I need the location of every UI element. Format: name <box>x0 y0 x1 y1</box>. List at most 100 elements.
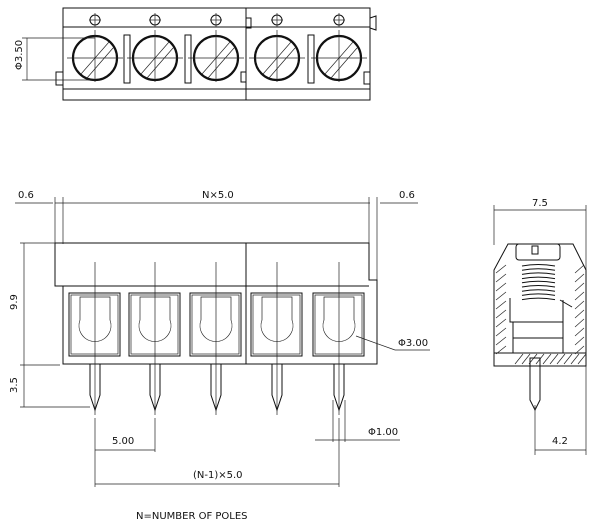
hatch-line <box>495 318 507 328</box>
span-label: (N-1)×5.0 <box>193 470 243 481</box>
hatch-line <box>574 345 585 355</box>
thread-line <box>521 272 556 275</box>
thread-line <box>521 285 556 288</box>
wire-hole <box>260 296 294 342</box>
depth-label: 7.5 <box>532 198 548 209</box>
wire-entry <box>512 321 564 339</box>
screw-slot <box>531 245 539 255</box>
cell-outline <box>189 292 242 357</box>
cell-inner <box>191 294 240 355</box>
screw <box>127 13 183 82</box>
hatch-line <box>563 353 573 365</box>
wire-hole <box>78 296 112 342</box>
terminal-cell <box>189 262 242 415</box>
pin <box>333 364 345 412</box>
hatch-line <box>574 291 585 301</box>
left-margin-label: 0.6 <box>18 190 34 201</box>
top-diameter-label: Φ3.50 <box>14 40 25 70</box>
separator-slot <box>184 34 192 84</box>
front-view: 0.6 N×5.0 0.6 9.9 3.5 Φ3.00 5.00 (N-1)×5… <box>9 190 430 522</box>
front-terminal-cells <box>68 262 365 415</box>
hatch-line <box>495 345 507 355</box>
hatch-line <box>577 353 587 365</box>
top-screws <box>67 13 367 82</box>
hatch-line <box>521 353 531 365</box>
slot-line <box>207 47 235 79</box>
thread-line <box>521 264 556 267</box>
hatch-line <box>574 264 585 274</box>
side-hatching <box>495 264 587 365</box>
screw <box>249 13 305 82</box>
wire-hole <box>199 296 233 342</box>
hole-diameter-label: Φ3.00 <box>398 338 428 349</box>
terminal-cell <box>128 262 181 415</box>
hatch-line <box>574 327 585 337</box>
body-height-label: 9.9 <box>9 294 20 310</box>
notch-left <box>55 71 63 86</box>
cell-outline <box>312 292 365 357</box>
right-margin-label: 0.6 <box>399 190 415 201</box>
side-body-outline <box>493 243 587 367</box>
notch-right-bottom <box>363 71 370 85</box>
hatch-line <box>495 300 507 310</box>
hatch-line <box>542 353 552 365</box>
cell-outline <box>128 292 181 357</box>
hatch-line <box>556 353 566 365</box>
slot-line <box>324 41 354 75</box>
pin <box>89 364 101 412</box>
thread-line <box>521 276 556 280</box>
terminal-cell <box>68 262 121 415</box>
slot-line <box>201 41 231 75</box>
pin-offset-label: 4.2 <box>552 436 568 447</box>
terminal-cell <box>250 262 303 415</box>
pin <box>271 364 283 412</box>
clamp-spring <box>559 299 573 308</box>
slot-line <box>262 41 292 75</box>
cell-inner <box>70 294 119 355</box>
hatch-line <box>574 336 585 346</box>
hatch-line <box>514 353 524 365</box>
thread-line <box>521 268 556 271</box>
cell-inner <box>130 294 179 355</box>
thread-line <box>521 289 556 292</box>
slot-line <box>330 47 358 79</box>
footnote: N=NUMBER OF POLES <box>136 511 248 522</box>
hatch-line <box>495 336 507 346</box>
pin <box>149 364 161 412</box>
hatch-line <box>549 353 559 365</box>
hatch-line <box>495 291 507 301</box>
hatch-line <box>570 353 580 365</box>
thread-line <box>521 293 556 296</box>
terminal-cell <box>312 262 365 415</box>
separator-slot <box>307 34 315 84</box>
side-view: 7.5 4.2 <box>493 198 587 455</box>
top-view: Φ3.50 <box>14 7 377 101</box>
cell-outline <box>250 292 303 357</box>
screw <box>188 13 244 82</box>
hatch-line <box>495 264 507 274</box>
screw-thread <box>521 264 556 301</box>
hatch-line <box>574 318 585 328</box>
hatch-line <box>495 327 507 337</box>
slot-line <box>86 47 114 79</box>
clamp-cage <box>509 298 564 323</box>
front-body-outline <box>54 242 378 365</box>
notch-mid-bottom <box>240 71 246 83</box>
hatch-line <box>495 273 507 283</box>
wire-chamber <box>512 337 564 354</box>
wire-hole <box>322 296 356 342</box>
thread-line <box>521 280 556 284</box>
hatch-line <box>495 282 507 292</box>
slot-line <box>146 47 174 79</box>
notch-mid-top <box>246 17 252 29</box>
top-slots <box>123 34 315 84</box>
screw-head <box>515 243 561 261</box>
screw <box>311 13 367 82</box>
top-body-outline <box>62 7 371 101</box>
cell-outline <box>68 292 121 357</box>
slot-line <box>268 47 296 79</box>
cell-inner <box>314 294 363 355</box>
pin-diameter-label: Φ1.00 <box>368 427 398 438</box>
hatch-line <box>574 309 585 319</box>
